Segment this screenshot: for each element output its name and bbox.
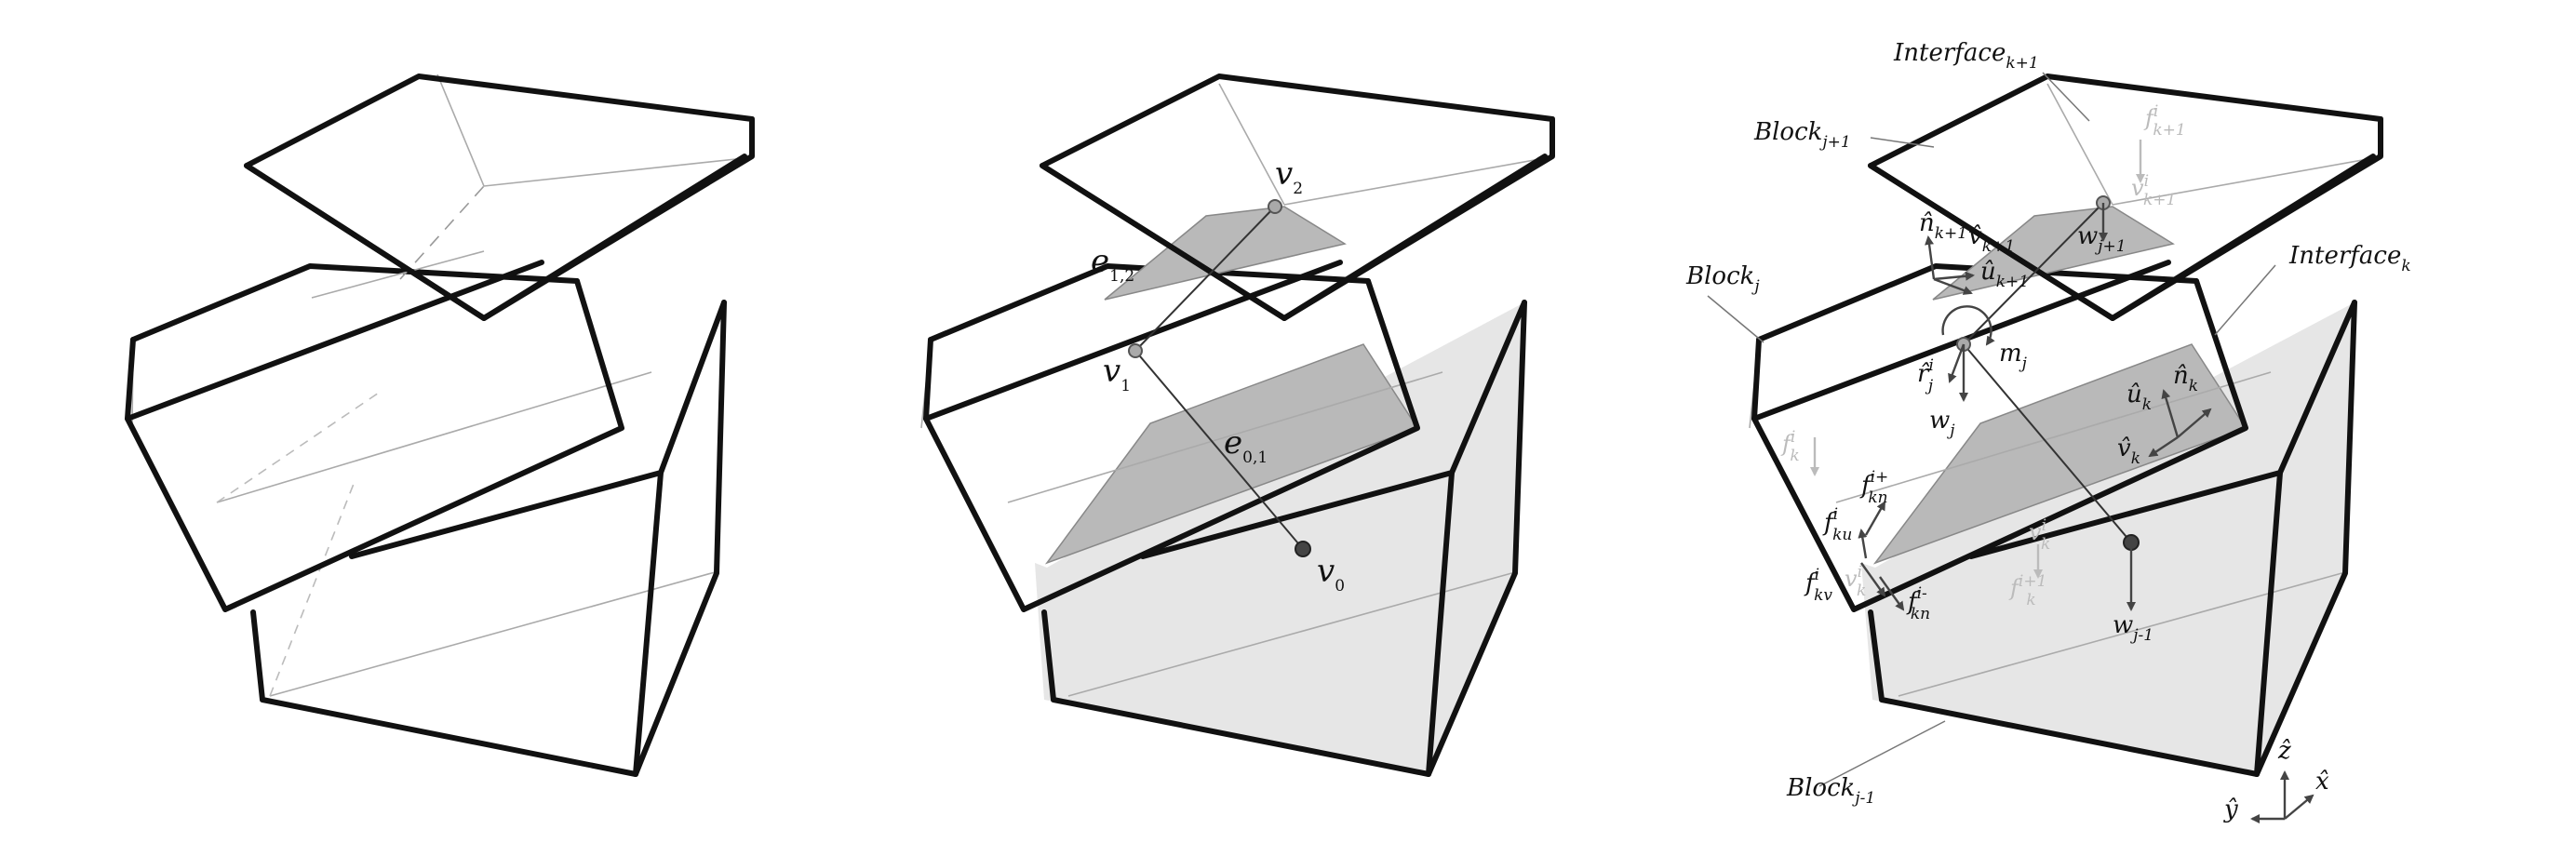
edge-0-1 <box>1134 350 1304 550</box>
vertex-v0 <box>1295 541 1311 557</box>
panel-3-forces: Blockj+1 Interfacek+1 Blockj Interfacek … <box>1685 39 2411 823</box>
label-e01: e0,1 <box>1224 424 1268 467</box>
vertex-v2 <box>1268 199 1282 214</box>
label-n-k1: n̂k+1 <box>1919 209 1967 243</box>
label-v-k: v̂k <box>2117 435 2140 468</box>
vertex-v1 <box>1128 343 1143 358</box>
graph-edges <box>1963 202 2132 543</box>
label-f-kn-plus: fi+kn <box>1859 468 1888 507</box>
lower-block <box>250 300 727 777</box>
leader-lines <box>1707 72 2276 787</box>
middle-block <box>920 260 1443 612</box>
label-v-k1: v̂k+1 <box>1968 222 2015 256</box>
graph-edges <box>1134 206 1304 550</box>
upper-block <box>1040 74 1555 321</box>
label-f-kn-minus: fi-kn <box>1906 584 1930 623</box>
middle-block <box>1749 260 2272 612</box>
label-v0: v0 <box>1317 553 1345 595</box>
label-v1: v1 <box>1103 353 1131 395</box>
panel-1-block-assembly <box>125 74 755 777</box>
label-v2: v2 <box>1275 155 1303 198</box>
label-u-k1: ûk+1 <box>1980 258 2029 291</box>
interface-k1-face <box>1104 206 1347 301</box>
label-w-j: wj <box>1929 407 1955 440</box>
label-u-k: ûk <box>2127 381 2152 414</box>
upper-block <box>244 74 755 321</box>
upper-block <box>1868 74 2383 321</box>
middle-block <box>125 260 652 612</box>
axis-z-label: ẑ <box>2277 737 2291 765</box>
label-w-j1: wj+1 <box>2077 222 2127 256</box>
panel-2-graph: v2 e1,2 v1 e0,1 v0 <box>920 74 1555 777</box>
label-e12: e1,2 <box>1091 243 1134 286</box>
label-m-j: mj <box>1999 340 2028 373</box>
label-interface-k: Interfacek <box>2288 242 2411 275</box>
axis-x-label: x̂ <box>2315 768 2329 796</box>
axis-y-label: ŷ <box>2223 796 2238 823</box>
force-arrows <box>1810 140 2212 611</box>
label-block-jm1: Blockj-1 <box>1786 774 1875 808</box>
label-block-j1: Blockj+1 <box>1753 118 1851 152</box>
label-block-j: Blockj <box>1685 262 1760 296</box>
label-n-k: n̂k <box>2173 362 2198 395</box>
label-interface-k1: Interfacek+1 <box>1893 39 2039 73</box>
axis-triad: ẑ x̂ ŷ <box>2223 737 2329 823</box>
label-w-jm1: wj-1 <box>2113 611 2153 645</box>
edge-1-2 <box>1134 206 1276 352</box>
